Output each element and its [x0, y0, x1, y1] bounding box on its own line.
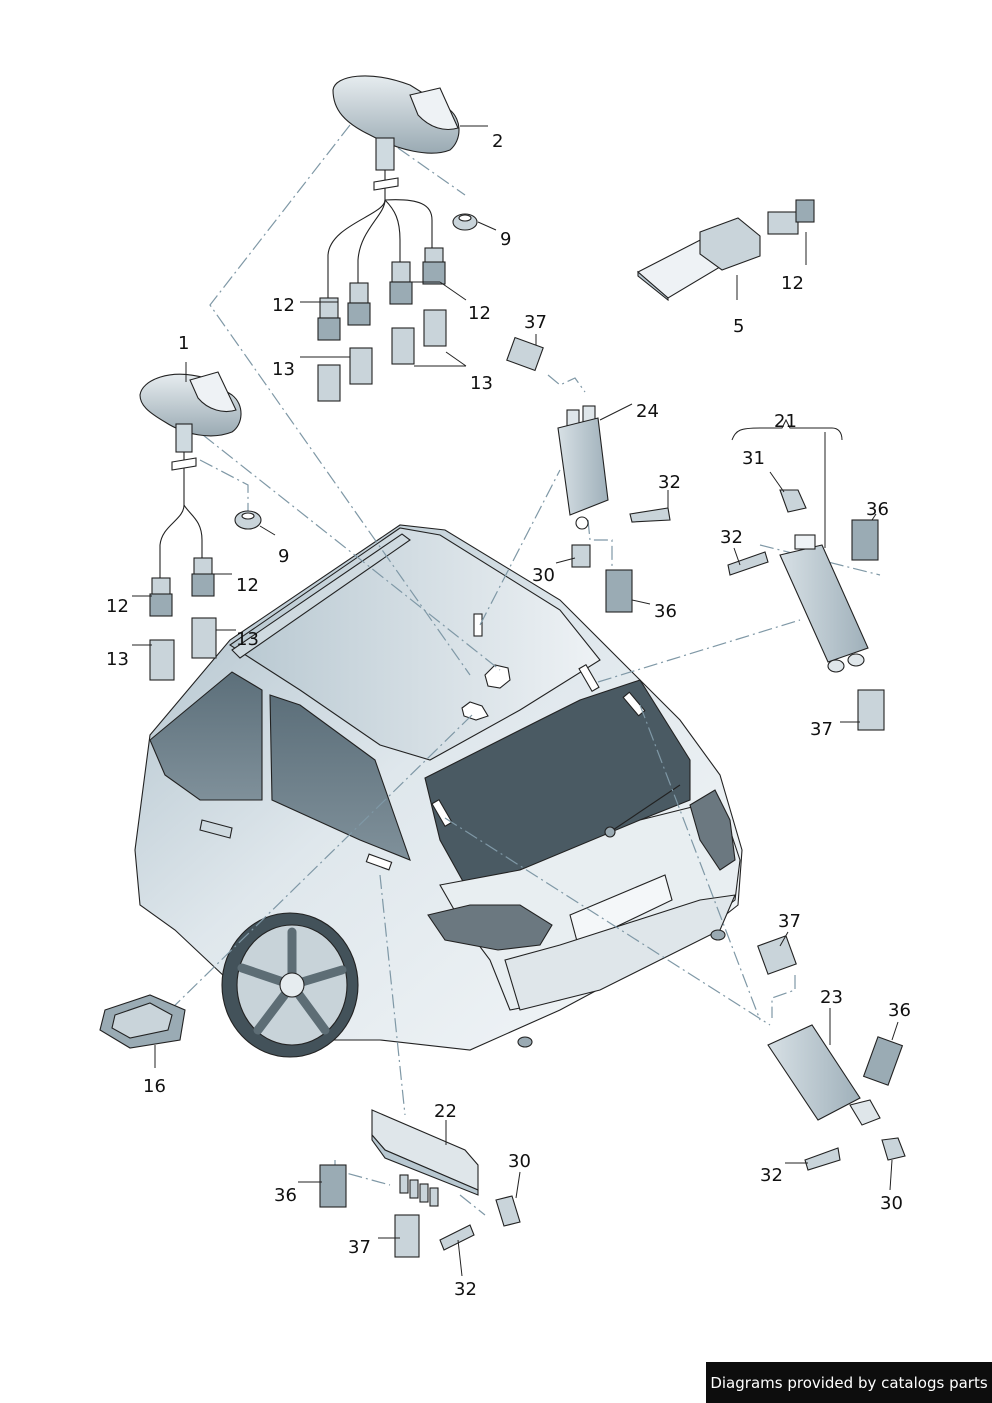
callout-13-top-right: 13: [470, 373, 493, 394]
callout-12-left-right: 12: [236, 575, 259, 596]
callout-12-top-left: 12: [272, 295, 295, 316]
callout-31: 31: [742, 448, 765, 469]
callout-32-mid: 32: [658, 472, 681, 493]
callout-36-right: 36: [866, 499, 889, 520]
callout-32-bottom: 32: [454, 1279, 477, 1300]
callout-2: 2: [492, 131, 503, 152]
amplifier-22: [319, 1109, 521, 1258]
callout-9-left: 9: [278, 546, 289, 567]
amplifier-24: [506, 336, 671, 613]
roof-antenna-1: [139, 371, 242, 580]
callout-37-top: 37: [524, 312, 547, 333]
callout-24: 24: [636, 401, 659, 422]
amplifier-21: [727, 489, 885, 731]
callout-30-lower: 30: [880, 1193, 903, 1214]
callout-9-top: 9: [500, 229, 511, 250]
callout-36-lower: 36: [888, 1000, 911, 1021]
nuts-9: [234, 213, 478, 530]
callout-13-left-right: 13: [236, 629, 259, 650]
leader-lines: [132, 125, 899, 1277]
callout-36-mid: 36: [654, 601, 677, 622]
callout-13-left: 13: [106, 649, 129, 670]
amplifier-23: [757, 935, 906, 1171]
car-rear-view: [134, 524, 743, 1058]
callout-37-lower: 37: [778, 911, 801, 932]
credit-banner: Diagrams provided by catalogs parts: [706, 1362, 992, 1403]
callout-numbers: 2 9 12 12 13 13 1 9 12 12 13 13 12 5 37 …: [106, 131, 911, 1300]
callout-16: 16: [143, 1076, 166, 1097]
callout-37-right: 37: [810, 719, 833, 740]
callout-13-top-left: 13: [272, 359, 295, 380]
callout-23: 23: [820, 987, 843, 1008]
roof-antenna-2: [327, 75, 460, 305]
callout-12-top-right: 12: [468, 303, 491, 324]
bracket-16: [99, 994, 186, 1049]
callout-12-reader: 12: [781, 273, 804, 294]
callout-22: 22: [434, 1101, 457, 1122]
callout-1: 1: [178, 333, 189, 354]
callout-12-left: 12: [106, 596, 129, 617]
callout-32-right: 32: [720, 527, 743, 548]
callout-21: 21: [774, 411, 797, 432]
callout-36-bottom: 36: [274, 1185, 297, 1206]
callout-30-mid: 30: [532, 565, 555, 586]
callout-37-bottom: 37: [348, 1237, 371, 1258]
callout-32-lower: 32: [760, 1165, 783, 1186]
connectors-group-left: [149, 557, 217, 681]
callout-30-bottom: 30: [508, 1151, 531, 1172]
reference-lines: [164, 124, 881, 1216]
part-5-reader-module: [637, 199, 815, 302]
connectors-group-top: [317, 247, 447, 402]
callout-5: 5: [733, 316, 744, 337]
